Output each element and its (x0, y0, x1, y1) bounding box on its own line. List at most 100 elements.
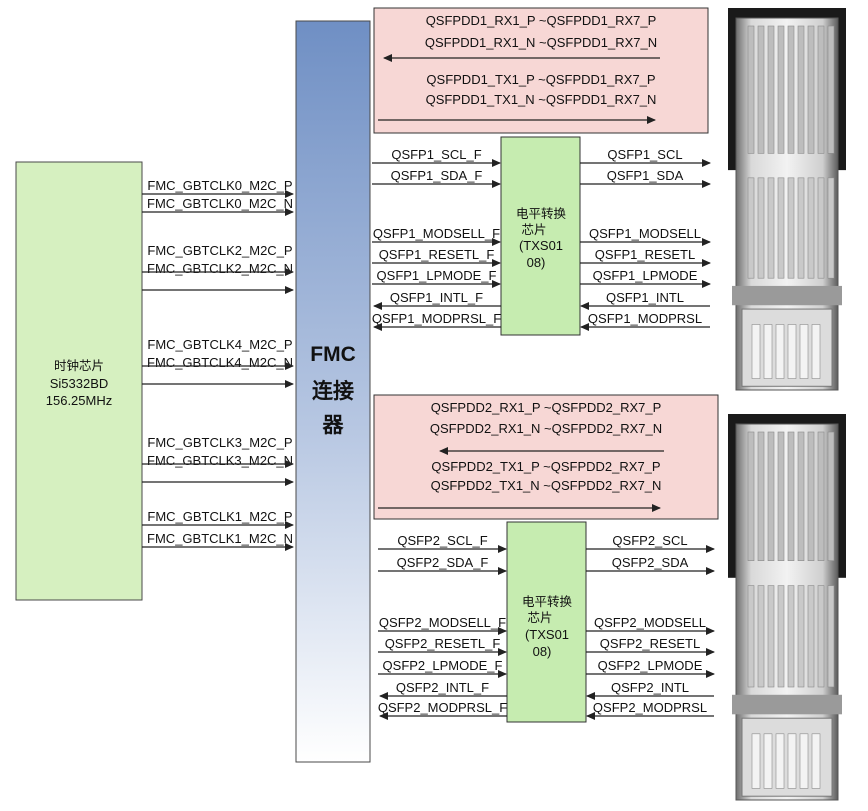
cage-fin (827, 177, 835, 279)
qsfpdd1-level-shifter-line4: 08) (527, 255, 546, 270)
sideband-left-label: QSFP1_INTL_F (390, 290, 483, 305)
qsfpdd2-cage-image (728, 414, 846, 801)
clock-signal-group: FMC_GBTCLK0_M2C_PFMC_GBTCLK0_M2C_NFMC_GB… (142, 178, 294, 551)
qsfpdd1-cage-image (728, 8, 846, 391)
cage-fin (767, 431, 775, 561)
clock-signal-p-label: FMC_GBTCLK0_M2C_P (147, 178, 292, 193)
cage-fin (797, 25, 805, 154)
qsfpdd2-rx-n-label: QSFPDD2_RX1_N ~QSFPDD2_RX7_N (430, 421, 662, 436)
qsfpdd2-level-shifter-line4: 08) (533, 644, 552, 659)
clock-signal-p-label: FMC_GBTCLK3_M2C_P (147, 435, 292, 450)
clock-signal-p-label: FMC_GBTCLK4_M2C_P (147, 337, 292, 352)
sideband-right-label: QSFP1_SCL (607, 147, 682, 162)
cage-bracket (732, 694, 842, 715)
cage-contact (799, 324, 809, 379)
sideband-left-label: QSFP2_RESETL_F (385, 636, 501, 651)
clock-chip-part: Si5332BD (50, 376, 109, 391)
qsfpdd2-level-shifter-line1: 电平转换 (522, 594, 573, 609)
cage-fin (827, 431, 835, 561)
qsfpdd2-sideband-signals: QSFP2_SCL_F QSFP2_SCL QSFP2_SDA_F QSFP2_SDA… (378, 533, 715, 720)
cage-fin (747, 585, 755, 688)
cage-fin (747, 177, 755, 279)
clock-signal-p-label: FMC_GBTCLK1_M2C_P (147, 509, 292, 524)
cage-fin (787, 25, 795, 154)
qsfpdd2-lane-box (373, 394, 719, 520)
qsfpdd1-tx-p-label: QSFPDD1_TX1_P ~QSFPDD1_RX7_P (426, 72, 655, 87)
cage-fin (757, 585, 765, 688)
sideband-right-label: QSFP2_INTL (611, 680, 689, 695)
sideband-left-label: QSFP2_MODPRSL_F (378, 700, 507, 715)
qsfpdd1-level-shifter-line2: 芯片 (521, 222, 546, 237)
cage-fin (827, 585, 835, 688)
qsfpdd1-level-shifter-line1: 电平转换 (516, 206, 567, 221)
fmc-connector-subtitle-1: 连接 (312, 379, 354, 403)
sideband-left-label: QSFP2_SCL_F (397, 533, 487, 548)
cage-fin (787, 177, 795, 279)
cage-fin (827, 25, 835, 154)
cage-contact (751, 324, 761, 379)
clock-signal-n-label: FMC_GBTCLK1_M2C_N (147, 531, 293, 546)
sideband-right-label: QSFP1_MODPRSL (588, 311, 702, 326)
sideband-left-label: QSFP1_SDA_F (391, 168, 483, 183)
cage-fin (757, 431, 765, 561)
cage-contact (811, 733, 821, 789)
sideband-right-label: QSFP1_RESETL (595, 247, 695, 262)
sideband-right-label: QSFP2_LPMODE (598, 658, 703, 673)
clock-signal-n-label: FMC_GBTCLK4_M2C_N (147, 355, 293, 370)
cage-fin (817, 177, 825, 279)
cage-contact (751, 733, 761, 789)
sideband-right-label: QSFP1_INTL (606, 290, 684, 305)
sideband-left-label: QSFP1_LPMODE_F (377, 268, 497, 283)
sideband-right-label: QSFP2_SDA (612, 555, 689, 570)
sideband-left-label: QSFP1_RESETL_F (379, 247, 495, 262)
sideband-right-label: QSFP1_SDA (607, 168, 684, 183)
cage-fin (747, 25, 755, 154)
cage-fin (807, 25, 815, 154)
cage-fin (797, 177, 805, 279)
sideband-left-label: QSFP1_MODSELL_F (373, 226, 500, 241)
qsfpdd1-lane-box (373, 7, 709, 134)
cage-contact (811, 324, 821, 379)
cage-fin (807, 585, 815, 688)
cage-fin (787, 585, 795, 688)
cage-contact (763, 733, 773, 789)
cage-fin (747, 431, 755, 561)
qsfpdd1-level-shifter-line3: (TXS01 (519, 238, 563, 253)
sideband-right-label: QSFP2_SCL (612, 533, 687, 548)
fmc-connector-title: FMC (310, 343, 356, 366)
sideband-right-label: QSFP1_MODSELL (589, 226, 701, 241)
qsfpdd1-rx-n-label: QSFPDD1_RX1_N ~QSFPDD1_RX7_N (425, 35, 657, 50)
clock-signal-n-label: FMC_GBTCLK2_M2C_N (147, 261, 293, 276)
sideband-right-label: QSFP2_RESETL (600, 636, 700, 651)
qsfpdd2-level-shifter-line2: 芯片 (527, 610, 552, 625)
cage-fin (797, 585, 805, 688)
qsfpdd2-level-shifter-line3: (TXS01 (525, 627, 569, 642)
clock-chip-frequency: 156.25MHz (46, 393, 112, 408)
sideband-right-label: QSFP1_LPMODE (593, 268, 698, 283)
qsfpdd2-tx-n-label: QSFPDD2_TX1_N ~QSFPDD2_RX7_N (431, 478, 662, 493)
cage-contact (763, 324, 773, 379)
sideband-left-label: QSFP2_LPMODE_F (383, 658, 503, 673)
sideband-left-label: QSFP2_SDA_F (397, 555, 489, 570)
cage-fin (787, 431, 795, 561)
cage-fin (817, 25, 825, 154)
clock-chip: 时钟芯片 Si5332BD 156.25MHz (15, 161, 143, 601)
sideband-left-label: QSFP2_INTL_F (396, 680, 489, 695)
cage-contact (787, 324, 797, 379)
cage-contact (787, 733, 797, 789)
cage-fin (817, 431, 825, 561)
cage-bracket (732, 285, 842, 306)
qsfpdd2-tx-p-label: QSFPDD2_TX1_P ~QSFPDD2_RX7_P (431, 459, 660, 474)
cage-fin (817, 585, 825, 688)
qsfpdd2-port-group: QSFPDD2_RX1_P ~QSFPDD2_RX7_P QSFPDD2_RX1… (373, 394, 719, 723)
clock-signal-n-label: FMC_GBTCLK3_M2C_N (147, 453, 293, 468)
sideband-right-label: QSFP2_MODSELL (594, 615, 706, 630)
cage-fin (777, 585, 785, 688)
fmc-connector-subtitle-2: 器 (322, 414, 345, 437)
cage-fin (757, 25, 765, 154)
cage-fin (777, 25, 785, 154)
sideband-left-label: QSFP1_MODPRSL_F (372, 311, 501, 326)
clock-signal-p-label: FMC_GBTCLK2_M2C_P (147, 243, 292, 258)
